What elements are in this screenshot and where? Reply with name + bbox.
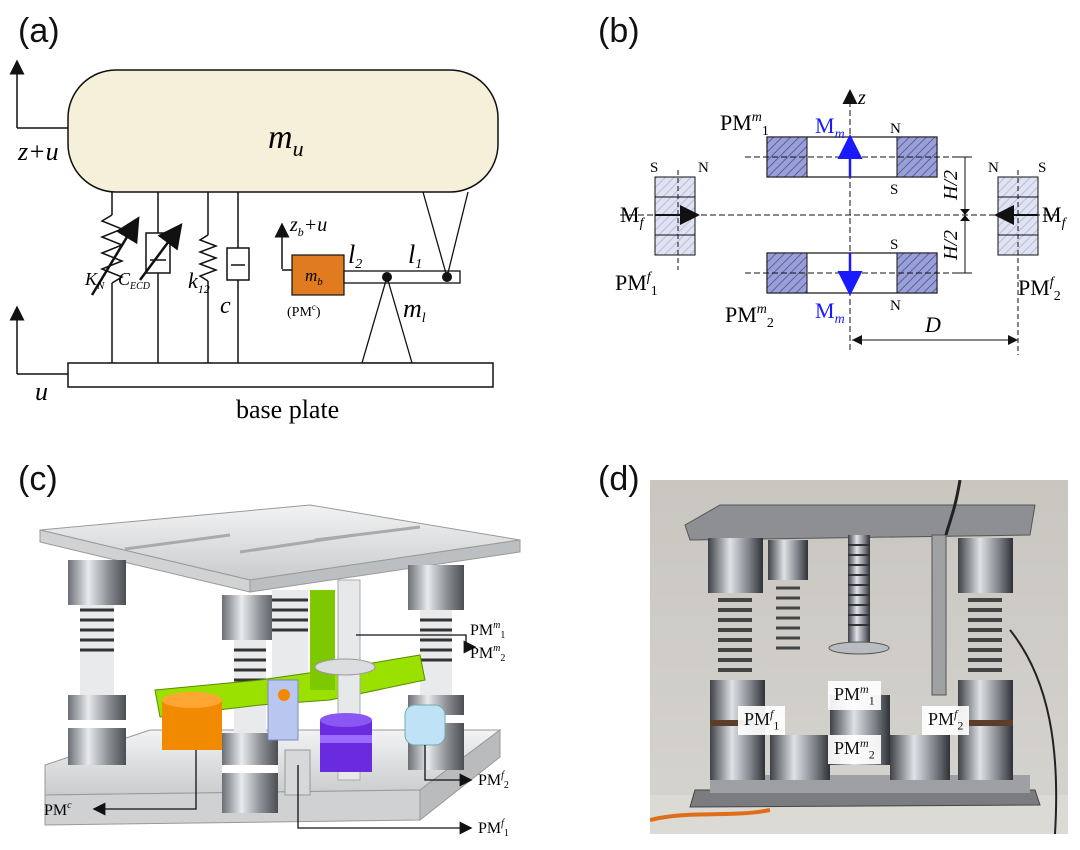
pole-n-left: N <box>698 160 709 176</box>
panel-d-photo <box>650 480 1068 834</box>
pole-n-right: N <box>988 160 999 176</box>
label-pmm2: PMm2 <box>725 302 774 331</box>
spring-column-4 <box>272 590 308 680</box>
label-mf-left: Mf <box>620 202 646 231</box>
label-c-pmm2: PMm2 <box>470 643 505 664</box>
label-mm-bot: Mm <box>815 298 845 327</box>
label-mm-top: Mm <box>815 113 845 142</box>
pole-s-right: S <box>1038 160 1046 176</box>
magnet-pmm-render <box>320 713 372 772</box>
photo-tag-pmf2: PMf2 <box>922 706 970 735</box>
label-c: c <box>220 293 231 319</box>
label-pmm1: PMm1 <box>720 110 769 139</box>
label-c-pmm1: PMm1 <box>470 620 505 641</box>
label-ml: ml <box>403 294 426 326</box>
mass-mu-label: mu <box>268 119 304 161</box>
label-k12: k12 <box>188 268 210 296</box>
label-h2-bot: H/2 <box>940 230 962 261</box>
pole-s-top: S <box>890 182 898 198</box>
label-kn: KN <box>84 269 105 292</box>
panel-label-b: (b) <box>598 12 640 50</box>
label-d: D <box>924 312 941 337</box>
mass-mb <box>291 254 345 296</box>
label-z: z <box>857 87 866 109</box>
panel-label-a: (a) <box>18 12 60 50</box>
magnet-pmf2-render <box>404 704 446 746</box>
panel-label-d: (d) <box>598 460 640 498</box>
label-c-pmf1: PMf1 <box>478 818 509 839</box>
photo-pillar-center-left <box>768 540 808 650</box>
label-mf-right: Mf <box>1042 202 1068 231</box>
photo-tag-pmf1: PMf1 <box>738 706 786 735</box>
label-zb: zb+u <box>289 214 327 239</box>
pole-s-bot: S <box>890 237 898 253</box>
base-plate <box>67 362 494 388</box>
label-c-pmf2: PMf2 <box>478 770 509 791</box>
photo-tag-pmm2: PMm2 <box>828 735 881 764</box>
spring-column-1 <box>68 560 126 765</box>
pole-n-bot: N <box>890 298 901 314</box>
magnet-pmc-render <box>162 692 222 750</box>
pole-s-left: S <box>650 160 658 176</box>
mass-mb-label: mb <box>305 266 323 288</box>
photo-tag-pmm1: PMm1 <box>828 681 881 710</box>
pole-n-top: N <box>890 121 901 137</box>
label-l1: l1 <box>408 240 422 272</box>
label-pmc: (PMc) <box>287 302 321 320</box>
panel-label-c: (c) <box>18 460 58 498</box>
panel-c-render: PMm1 PMm2 PMf2 PMf1 PMc <box>39 504 521 839</box>
coord-z-u: z+u <box>17 137 59 166</box>
label-c-pmc: PMc <box>44 800 72 819</box>
label-base-plate: base plate <box>236 395 339 424</box>
label-l2: l2 <box>348 240 362 272</box>
mass-mu <box>67 69 499 193</box>
label-h2-top: H/2 <box>940 170 962 201</box>
label-pmf1: PMf1 <box>615 270 658 299</box>
coord-u: u <box>35 377 48 406</box>
panel-a-diagram: mu z+u KN CECD k12 c zb+u mb (PMc) l2 l1… <box>9 59 499 424</box>
label-cecd: CECD <box>118 269 151 292</box>
label-pmf2: PMf2 <box>1018 275 1061 304</box>
panel-b-diagram: z Mm N S PMm1 Mm S N PMm2 S N Mf PMf1 N … <box>615 87 1068 355</box>
